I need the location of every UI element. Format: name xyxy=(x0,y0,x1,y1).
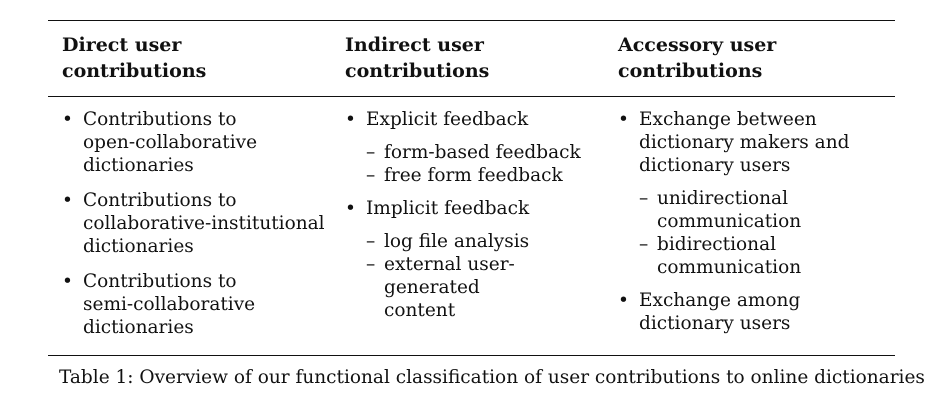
sub-item: external user-generated content xyxy=(345,253,605,322)
table-caption: Table 1: Overview of our functional clas… xyxy=(59,367,925,388)
column-body: Exchange between dictionary makers and d… xyxy=(618,108,888,335)
list-item: Exchange among dictionary users xyxy=(618,289,888,335)
column-header: Indirect user contributions xyxy=(345,34,490,82)
column-header: Direct user contributions xyxy=(62,34,207,82)
sub-item: form-based feedback xyxy=(345,141,605,164)
sub-item: unidirectional communication xyxy=(618,187,888,233)
table-top-rule xyxy=(48,20,895,21)
table-header-rule xyxy=(48,96,895,97)
list-item: Contributions to semi-collaborative dict… xyxy=(62,270,332,339)
table-bottom-rule xyxy=(48,355,895,356)
list-item: Contributions to collaborative-instituti… xyxy=(62,189,332,258)
list-item: Explicit feedback xyxy=(345,108,605,131)
list-item: Implicit feedback xyxy=(345,197,605,220)
column-body: Explicit feedback form-based feedback fr… xyxy=(345,108,605,332)
sub-list: form-based feedback free form feedback xyxy=(345,141,605,187)
sub-list: unidirectional communication bidirection… xyxy=(618,187,888,279)
sub-item: bidirectional communication xyxy=(618,233,888,279)
column-header: Accessory user contributions xyxy=(618,34,777,82)
column-body: Contributions to open-collaborative dict… xyxy=(62,108,332,339)
sub-item: log file analysis xyxy=(345,230,605,253)
sub-list: log file analysis external user-generate… xyxy=(345,230,605,322)
sub-item: free form feedback xyxy=(345,164,605,187)
list-item: Contributions to open-collaborative dict… xyxy=(62,108,332,177)
list-item: Exchange between dictionary makers and d… xyxy=(618,108,888,177)
